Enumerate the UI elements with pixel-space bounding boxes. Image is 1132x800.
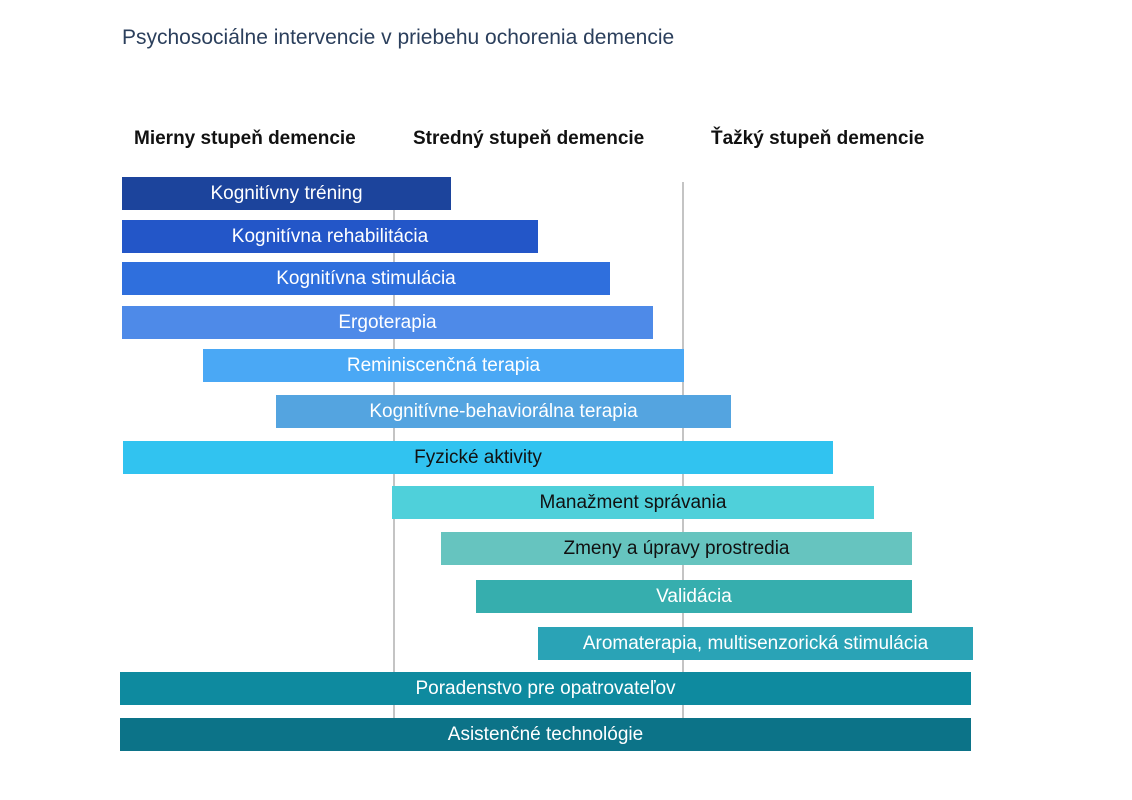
bar-label: Kognitívne-behaviorálna terapia — [369, 400, 638, 422]
bar-cbt: Kognitívne-behaviorálna terapia — [276, 395, 731, 428]
bar-label: Zmeny a úpravy prostredia — [563, 537, 790, 559]
bar-label: Ergoterapia — [338, 311, 437, 333]
bar-label: Manažment správania — [539, 491, 727, 513]
bar-label: Validácia — [656, 585, 732, 607]
stage-header-mild: Mierny stupeň demencie — [134, 128, 356, 149]
bar-physical-activity: Fyzické aktivity — [123, 441, 833, 474]
bar-assistive-technologies: Asistenčné technológie — [120, 718, 971, 751]
bar-validation: Validácia — [476, 580, 912, 613]
bar-environment-changes: Zmeny a úpravy prostredia — [441, 532, 912, 565]
bar-label: Kognitívna stimulácia — [276, 267, 456, 289]
bar-label: Reminiscenčná terapia — [346, 354, 541, 376]
stage-header-moderate: Stredný stupeň demencie — [413, 128, 645, 149]
bar-aromatherapy: Aromaterapia, multisenzorická stimulácia — [538, 627, 973, 660]
bar-label: Kognitívny tréning — [210, 182, 363, 204]
bar-cognitive-rehabilitation: Kognitívna rehabilitácia — [122, 220, 538, 253]
bar-label: Asistenčné technológie — [447, 723, 644, 745]
bar-occupational-therapy: Ergoterapia — [122, 306, 653, 339]
bar-cognitive-stimulation: Kognitívna stimulácia — [122, 262, 610, 295]
stage-header-severe: Ťažký stupeň demencie — [711, 128, 925, 149]
bar-label: Poradenstvo pre opatrovateľov — [415, 677, 676, 699]
bar-label: Aromaterapia, multisenzorická stimulácia — [582, 632, 929, 654]
diagram-title: Psychosociálne intervencie v priebehu oc… — [122, 26, 675, 49]
bar-label: Fyzické aktivity — [414, 446, 542, 468]
bar-behavior-management: Manažment správania — [392, 486, 874, 519]
bar-label: Kognitívna rehabilitácia — [231, 225, 429, 247]
bar-cognitive-training: Kognitívny tréning — [122, 177, 451, 210]
bar-caregiver-counseling: Poradenstvo pre opatrovateľov — [120, 672, 971, 705]
bar-reminiscence-therapy: Reminiscenčná terapia — [203, 349, 684, 382]
